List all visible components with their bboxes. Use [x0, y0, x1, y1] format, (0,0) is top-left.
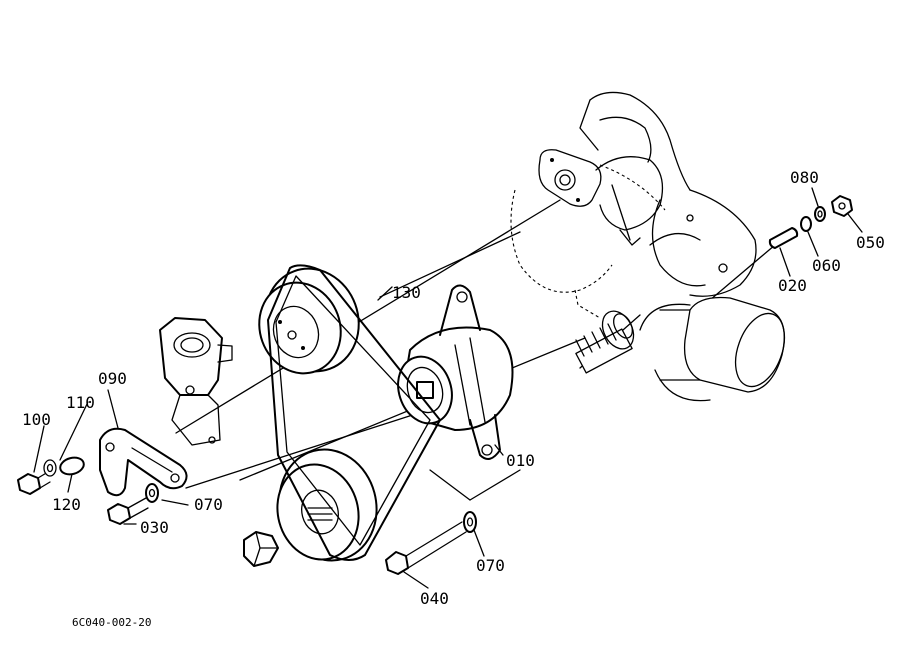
thermostat-housing [159, 317, 233, 446]
label-120: 120 [52, 495, 81, 514]
leader-lines [33, 187, 863, 589]
label-010: 010 [506, 451, 535, 470]
label-070-right: 070 [476, 556, 505, 575]
fan-pulley [258, 267, 360, 375]
washer-070-left [145, 483, 159, 503]
part-labels: 130 090 110 100 120 070 030 010 070 040 … [22, 168, 885, 608]
stud-020 [768, 227, 799, 249]
bolt-030 [107, 497, 149, 525]
crankshaft-spline [575, 310, 635, 374]
lock-washer-080 [814, 206, 826, 222]
label-030: 030 [140, 518, 169, 537]
adjusting-bracket [99, 427, 188, 497]
nut-050 [831, 195, 853, 217]
washer-070-right [463, 511, 477, 533]
label-080: 080 [790, 168, 819, 187]
label-090: 090 [98, 369, 127, 388]
engine-gear-case [510, 91, 757, 319]
crank-pulley-nut [243, 531, 279, 567]
bolt-040 [385, 521, 467, 575]
label-100: 100 [22, 410, 51, 429]
label-020: 020 [778, 276, 807, 295]
label-060: 060 [812, 256, 841, 275]
washer-110 [43, 459, 57, 477]
label-110: 110 [66, 393, 95, 412]
water-pump [538, 116, 664, 241]
v-belt [267, 264, 441, 561]
drawing-number: 6C040-002-20 [72, 616, 151, 629]
label-070-left: 070 [194, 495, 223, 514]
washer-060 [800, 216, 812, 232]
assembly-centerlines [175, 199, 776, 501]
label-040: 040 [420, 589, 449, 608]
label-050: 050 [856, 233, 885, 252]
o-ring-120 [59, 456, 85, 476]
label-130: 130 [392, 283, 421, 302]
bolt-100 [17, 471, 51, 495]
alternator [397, 284, 514, 460]
starter-motor [639, 296, 786, 402]
